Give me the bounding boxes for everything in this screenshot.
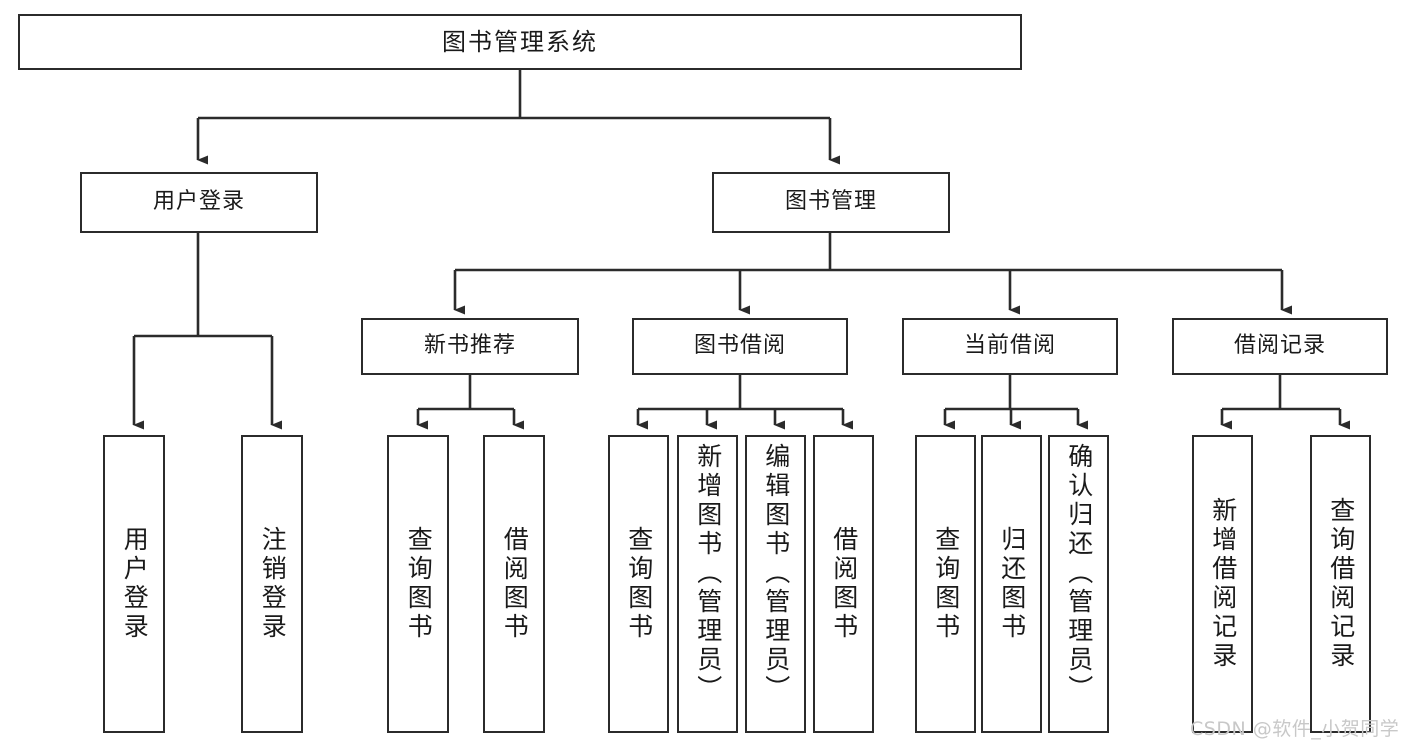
node-label: 图书管理 [784, 189, 877, 215]
leaf-borrow-query-book[interactable]: 查询图书 [608, 435, 669, 733]
leaf-current-confirm-return-admin[interactable]: 确认归还（管理员） [1048, 435, 1109, 733]
node-label: 注销登录 [258, 526, 288, 642]
node-label: 新书推荐 [423, 333, 516, 359]
node-label: 查询借阅记录 [1326, 497, 1356, 671]
leaf-borrow-edit-book-admin[interactable]: 编辑图书（管理员） [745, 435, 806, 733]
node-label: 查询图书 [931, 526, 961, 642]
node-label: 新增借阅记录 [1208, 497, 1238, 671]
node-book-borrow[interactable]: 图书借阅 [632, 318, 848, 375]
leaf-current-query-book[interactable]: 查询图书 [915, 435, 976, 733]
leaf-new-book-query[interactable]: 查询图书 [387, 435, 449, 733]
csdn-watermark: CSDN @软件_小贺同学 [1190, 718, 1400, 740]
node-label: 确认归还（管理员） [1064, 443, 1094, 704]
node-label: 当前借阅 [963, 333, 1056, 359]
node-book-management[interactable]: 图书管理 [712, 172, 950, 233]
leaf-records-add-record[interactable]: 新增借阅记录 [1192, 435, 1253, 733]
node-new-book-recommend[interactable]: 新书推荐 [361, 318, 579, 375]
node-label: 编辑图书（管理员） [761, 443, 791, 704]
leaf-new-book-borrow[interactable]: 借阅图书 [483, 435, 545, 733]
node-current-borrow[interactable]: 当前借阅 [902, 318, 1118, 375]
node-root-system[interactable]: 图书管理系统 [18, 14, 1022, 70]
node-label: 用户登录 [152, 189, 245, 215]
leaf-current-return-book[interactable]: 归还图书 [981, 435, 1042, 733]
node-label: 查询图书 [624, 526, 654, 642]
leaf-records-query-record[interactable]: 查询借阅记录 [1310, 435, 1371, 733]
leaf-user-login-login[interactable]: 用户登录 [103, 435, 165, 733]
node-borrow-records[interactable]: 借阅记录 [1172, 318, 1388, 375]
leaf-borrow-borrow-book[interactable]: 借阅图书 [813, 435, 874, 733]
leaf-user-login-logout[interactable]: 注销登录 [241, 435, 303, 733]
leaf-borrow-add-book-admin[interactable]: 新增图书（管理员） [677, 435, 738, 733]
node-label: 图书管理系统 [442, 27, 598, 56]
node-label: 借阅记录 [1233, 333, 1326, 359]
node-label: 借阅图书 [500, 526, 530, 642]
node-label: 用户登录 [120, 526, 150, 642]
node-label: 新增图书（管理员） [693, 443, 723, 704]
node-label: 借阅图书 [829, 526, 859, 642]
node-user-login[interactable]: 用户登录 [80, 172, 318, 233]
node-label: 图书借阅 [693, 333, 786, 359]
node-label: 查询图书 [404, 526, 434, 642]
node-label: 归还图书 [997, 526, 1027, 642]
